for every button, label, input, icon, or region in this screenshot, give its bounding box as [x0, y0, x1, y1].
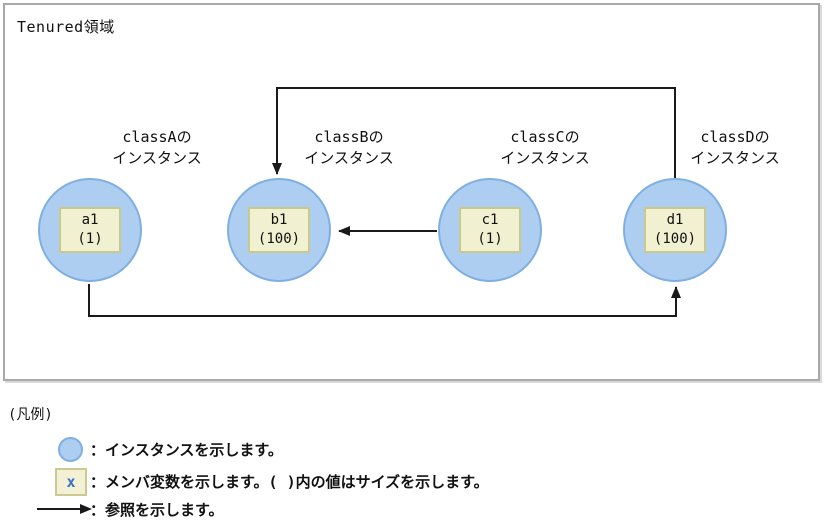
instance-label-line2: インスタンス — [304, 149, 394, 167]
legend-instance-text: ：インスタンスを示します。 — [90, 441, 283, 459]
member-variable-box-icon: x — [55, 468, 87, 496]
member-variable-name: d1 — [666, 212, 684, 228]
instance-label-classD: classDの インスタンス — [665, 127, 805, 169]
member-variable-name: a1 — [81, 212, 99, 228]
instance-label-line1: classCの — [510, 128, 580, 146]
instance-circle-icon — [58, 437, 83, 462]
instance-label-line1: classBの — [314, 128, 384, 146]
member-variable-box-a1: a1 (1) — [59, 207, 121, 253]
reference-arrow-icon — [37, 504, 92, 514]
member-variable-name: b1 — [270, 212, 288, 228]
region-title: Tenured領域 — [17, 18, 115, 36]
member-variable-size: (1) — [477, 231, 503, 247]
member-variable-box-d1: d1 (100) — [644, 207, 706, 253]
legend-reference-text: ：参照を示します。 — [90, 501, 224, 519]
member-variable-box-c1: c1 (1) — [459, 207, 521, 253]
instance-label-line1: classAの — [122, 128, 192, 146]
member-variable-box-b1: b1 (100) — [248, 207, 310, 253]
member-variable-name: c1 — [481, 212, 499, 228]
instance-label-classC: classCの インスタンス — [475, 127, 615, 169]
instance-label-classB: classBの インスタンス — [279, 127, 419, 169]
instance-label-line2: インスタンス — [112, 149, 202, 167]
legend-member-variable-text: ：メンバ変数を示します。( )内の値はサイズを示します。 — [90, 473, 489, 491]
instance-label-line2: インスタンス — [500, 149, 590, 167]
member-variable-size: (1) — [77, 231, 103, 247]
instance-label-line1: classDの — [700, 128, 770, 146]
member-variable-size: (100) — [257, 231, 301, 247]
instance-label-line2: インスタンス — [690, 149, 780, 167]
legend-x-symbol: x — [66, 473, 76, 491]
instance-label-classA: classAの インスタンス — [87, 127, 227, 169]
member-variable-size: (100) — [653, 231, 697, 247]
legend-title: (凡例) — [8, 407, 53, 423]
